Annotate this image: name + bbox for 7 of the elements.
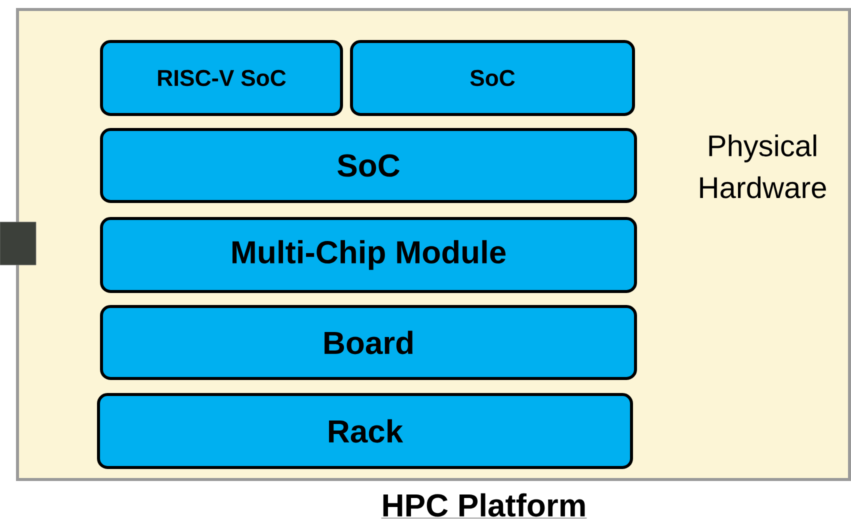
layer-box: Rack — [97, 393, 633, 469]
layer-box: SoC — [350, 40, 635, 116]
layer-box: SoC — [100, 128, 637, 203]
layer-box: Board — [100, 305, 637, 380]
layer-box: Multi-Chip Module — [100, 217, 637, 293]
layer-box: RISC-V SoC — [100, 40, 343, 116]
title: HPC Platform — [381, 493, 587, 518]
